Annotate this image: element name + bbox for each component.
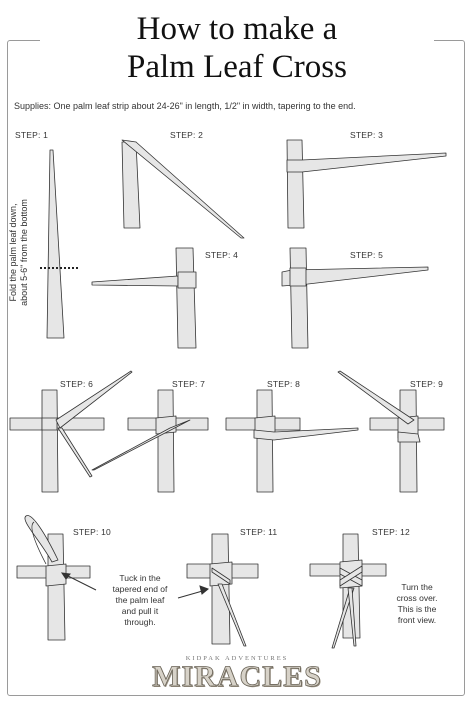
step-12-label: STEP: 12	[372, 527, 410, 537]
step-10-illustration	[16, 515, 91, 641]
title-line-1: How to make a	[136, 11, 338, 47]
pointer-arrows	[60, 572, 209, 599]
fold-note-line-1: Fold the palm leaf down,	[8, 203, 18, 302]
logo-subtitle: KIDPAK ADVENTURES	[185, 655, 289, 662]
step-7-label: STEP: 7	[172, 379, 206, 389]
step-11-illustration	[186, 533, 259, 647]
turn-note-line-3: This is the	[397, 604, 437, 614]
tuck-note-line-3: the palm leaf	[115, 595, 165, 605]
step-8-label: STEP: 8	[267, 379, 301, 389]
step-1-illustration	[40, 149, 78, 339]
turn-note-line-2: cross over.	[396, 593, 438, 603]
step-12-illustration	[309, 533, 387, 649]
turn-note-line-4: front view.	[397, 615, 437, 625]
tuck-note: Tuck in the tapered end of the palm leaf…	[100, 573, 180, 628]
step-3-illustration	[286, 139, 447, 229]
title-line-2: Palm Leaf Cross	[127, 49, 347, 85]
tuck-note-line-2: tapered end of	[112, 584, 168, 594]
step-4-illustration	[91, 247, 197, 349]
step-6-illustration	[9, 370, 133, 493]
turn-note: Turn the cross over. This is the front v…	[382, 582, 452, 626]
logo-wordmark: MIRACLES	[152, 660, 322, 694]
step-2-illustration	[121, 139, 245, 239]
fold-note-line-2: about 5-6" from the bottom	[19, 199, 29, 306]
step-4-label: STEP: 4	[205, 250, 239, 260]
step-8-illustration	[225, 389, 359, 493]
supplies-text: Supplies: One palm leaf strip about 24-2…	[14, 101, 356, 111]
tuck-note-line-1: Tuck in the	[119, 573, 161, 583]
step-6-label: STEP: 6	[60, 379, 94, 389]
tuck-note-line-4: and pull it	[121, 606, 159, 616]
step-1-label: STEP: 1	[15, 130, 49, 140]
step-9-label: STEP: 9	[410, 379, 444, 389]
step-5-illustration	[281, 247, 429, 349]
step-2-label: STEP: 2	[170, 130, 204, 140]
step-3-label: STEP: 3	[350, 130, 384, 140]
step-7-illustration	[91, 389, 209, 493]
step-5-label: STEP: 5	[350, 250, 384, 260]
page-title: How to make a Palm Leaf Cross	[40, 10, 434, 86]
turn-note-line-1: Turn the	[401, 582, 433, 592]
step-11-label: STEP: 11	[240, 527, 278, 537]
tuck-note-line-5: through.	[124, 617, 156, 627]
step-10-label: STEP: 10	[73, 527, 111, 537]
step-9-illustration	[337, 370, 445, 493]
fold-note: Fold the palm leaf down, about 5-6" from…	[8, 190, 32, 315]
